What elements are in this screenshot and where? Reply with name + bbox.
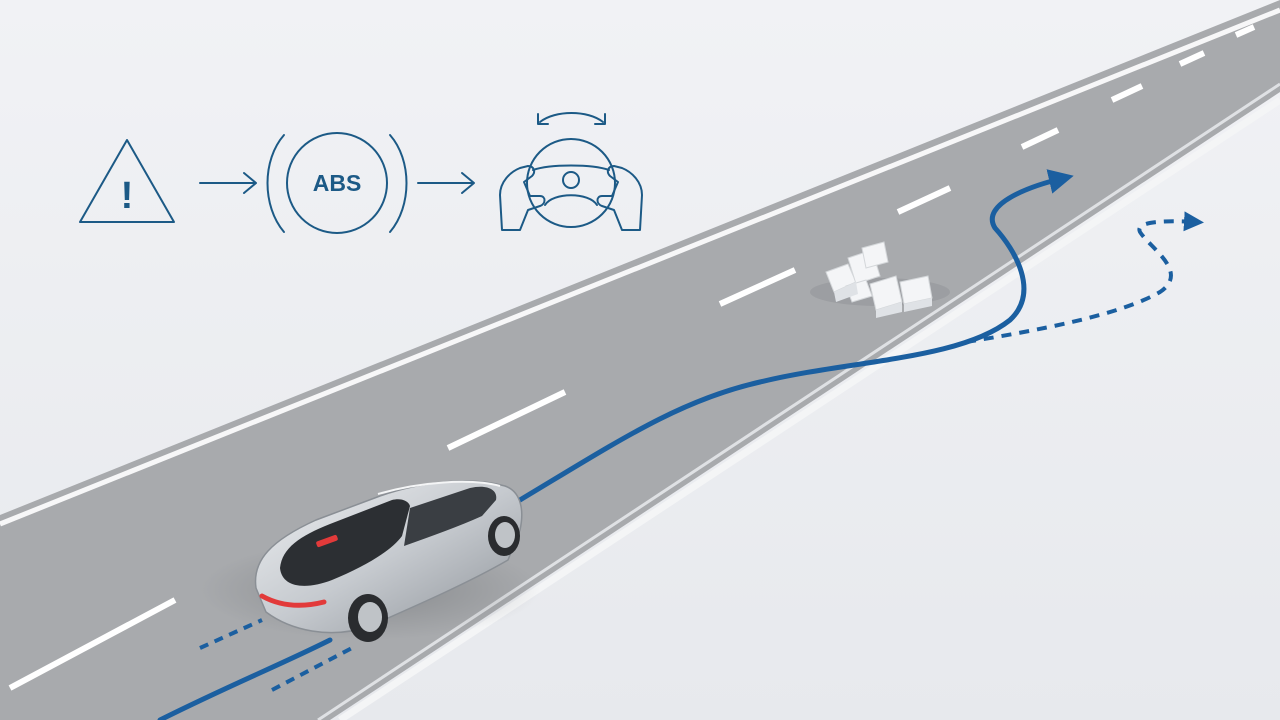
icon-sequence: ! ABS	[79, 112, 643, 234]
obstacle-box-side	[904, 298, 932, 312]
lane-dashes	[8, 24, 1256, 691]
abs-bracket-left	[266, 134, 285, 233]
abs-bracket-right	[389, 134, 408, 233]
lane-dash	[1020, 127, 1060, 150]
car	[200, 480, 540, 642]
arrow-head	[243, 172, 257, 194]
car-wheel-rear-rim	[358, 602, 382, 632]
car-rear-window	[280, 499, 410, 586]
steering-wheel-spokes	[532, 164, 610, 206]
rotation-arrow-head-left	[537, 113, 549, 125]
trajectory-dashed-without-abs	[965, 211, 1204, 344]
car-roof-highlight	[377, 480, 501, 495]
car-side-window	[404, 486, 497, 546]
abs-label: ABS	[313, 170, 362, 196]
warning-triangle-icon: !	[79, 139, 175, 223]
obstacle-box-side	[834, 282, 858, 302]
steering-wheel-rim	[526, 138, 616, 228]
warning-glyph: !	[121, 175, 134, 217]
brake-light-center	[316, 534, 338, 548]
rotation-arrow	[539, 112, 604, 123]
arrow-right-icon	[199, 172, 257, 194]
abs-circle	[286, 132, 388, 234]
road-edge-line-left	[0, 7, 1280, 527]
obstacle-box-side	[876, 302, 902, 318]
rotation-arrow-head-right	[594, 113, 606, 125]
car-wheel-front-rim	[495, 522, 515, 548]
lane-dash	[1110, 83, 1144, 103]
obstacle-box	[861, 241, 889, 269]
lane-dash	[446, 389, 567, 451]
arrow-right-icon	[417, 172, 475, 194]
lane-dash	[718, 267, 797, 307]
tail-light	[259, 593, 327, 608]
lane-dash	[8, 597, 177, 691]
steering-wheel-hub	[562, 171, 580, 189]
warning-triangle-outline	[79, 139, 175, 223]
lane-dash	[1234, 24, 1256, 38]
trajectory-solid-with-abs	[157, 178, 1064, 720]
left-hand	[499, 165, 546, 231]
steering-wheel-hands-icon	[499, 112, 643, 231]
lane-dash	[896, 185, 952, 215]
abs-brake-icon: ABS	[266, 132, 408, 234]
arrow-head	[461, 172, 475, 194]
right-hand	[596, 165, 643, 231]
obstacle-boxes	[810, 241, 950, 318]
lane-dash	[1178, 50, 1206, 67]
